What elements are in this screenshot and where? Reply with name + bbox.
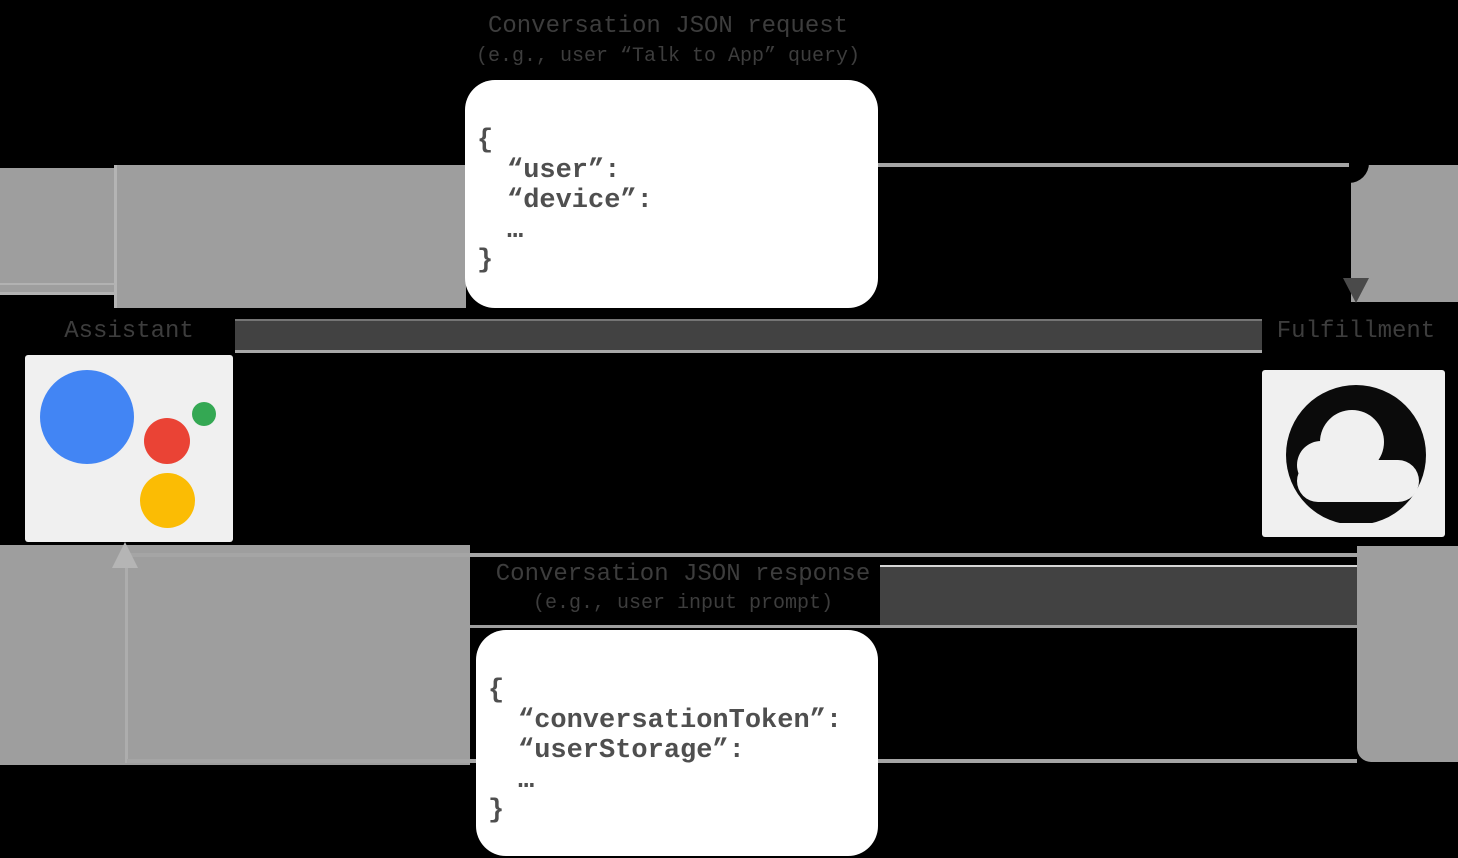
request-code-line: “user”:	[507, 156, 621, 186]
assistant-logo-icon	[25, 355, 233, 542]
response-code-line: …	[518, 766, 535, 796]
request-json-box: { “user”: “device”: … }	[465, 80, 878, 308]
request-caption-line1: Conversation JSON request	[487, 13, 849, 40]
request-arrow-band-left-b	[115, 165, 466, 308]
response-arrow-line-top	[127, 553, 1357, 557]
response-band-bottom-line	[470, 625, 1357, 628]
assistant-green-circle	[192, 402, 216, 426]
cloud-icon-glyph	[1272, 385, 1442, 537]
response-code-line: }	[488, 796, 505, 826]
cloud-icon	[1262, 370, 1445, 537]
response-arrow-vertical	[125, 553, 128, 763]
assistant-label: Assistant	[64, 318, 194, 345]
request-code-line: }	[477, 246, 494, 276]
assistant-yellow-circle	[140, 473, 195, 528]
response-code-line: “userStorage”:	[518, 736, 745, 766]
response-code-line: {	[488, 676, 505, 706]
request-arrow-line	[870, 163, 1351, 167]
response-json-box: { “conversationToken”: “userStorage”: … …	[476, 630, 878, 856]
request-arrow-shaft-edge-2	[0, 292, 115, 295]
request-arrow-shaft-edge-1	[0, 283, 115, 285]
response-arrow-band-left	[0, 545, 470, 765]
request-arrow-band-left-a	[0, 168, 115, 294]
response-caption-line1: Conversation JSON response	[495, 561, 871, 588]
request-code-line: …	[507, 216, 524, 246]
request-code-line: {	[477, 126, 494, 156]
node-label-band	[235, 319, 1262, 353]
request-caption-line2: (e.g., user “Talk to App” query)	[475, 45, 861, 68]
response-label-band	[880, 565, 1357, 625]
fulfillment-label: Fulfillment	[1276, 318, 1436, 345]
request-arrowhead-down-icon	[1343, 278, 1369, 303]
response-code-line: “conversationToken”:	[518, 706, 843, 736]
request-arrow-vertical-seam	[114, 165, 117, 308]
assistant-blue-circle	[40, 370, 134, 464]
request-code-line: “device”:	[507, 186, 653, 216]
response-arrowhead-up-icon	[112, 542, 138, 568]
assistant-red-circle	[144, 418, 190, 464]
response-caption-line2: (e.g., user input prompt)	[532, 592, 834, 615]
response-arrow-band-right-column	[1357, 546, 1458, 762]
